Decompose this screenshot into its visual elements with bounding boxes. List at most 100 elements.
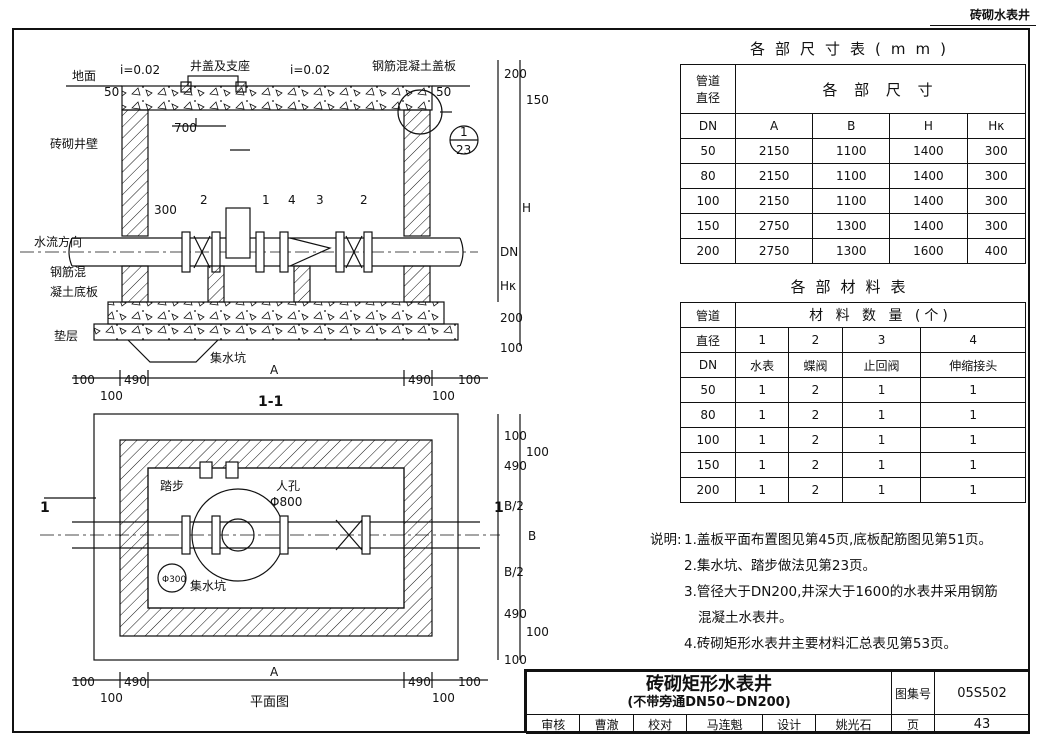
mat-group-header: 材 料 数 量 (个)	[735, 302, 1026, 328]
top-cover-slab	[121, 85, 433, 111]
drawing-title: 砖砌矩形水表井	[646, 674, 772, 695]
sump-label: 集水坑	[210, 350, 246, 365]
part-num-1: 2	[200, 193, 208, 207]
step-label: 踏步	[160, 479, 184, 493]
plan-dim-490-l: 490	[124, 675, 147, 689]
wall-label: 砖砌井壁	[50, 136, 98, 151]
ground-label: 地面	[72, 69, 96, 83]
part-num-4: 3	[316, 193, 324, 207]
part-num-5: 2	[360, 193, 368, 207]
cut-mark-right: 1	[494, 500, 504, 516]
dim-700: 700	[174, 121, 197, 135]
dim-50-right: 50	[436, 85, 451, 99]
part-num-2: 1	[262, 193, 270, 207]
manhole-dia-label: Φ800	[270, 495, 302, 509]
plan-dim-100-b1: 100	[526, 625, 549, 639]
check-label: 校对	[632, 714, 688, 734]
plan-labels: 踏步 人孔 Φ800 集水坑 Φ300 1 1 100 100 490 B/2 …	[40, 429, 549, 710]
plan-wall	[119, 439, 433, 637]
title-block: 砖砌矩形水表井 (不带旁通DN50~DN200) 图集号 05S502 审核 曹…	[524, 669, 1030, 734]
plan-dim-100-r2: 100	[432, 691, 455, 705]
dim-150: 150	[526, 93, 549, 107]
bottom-slab	[107, 301, 445, 325]
slope-label-right: i=0.02	[290, 63, 330, 77]
bottom-slab-label-1: 钢筋混	[50, 264, 86, 279]
cover-seat-label: 井盖及支座	[190, 58, 250, 73]
notes: 说明:1.盖板平面布置图见第45页,底板配筋图见第51页。 2.集水坑、踏步做法…	[650, 527, 998, 657]
plan-sump-label: 集水坑	[190, 578, 226, 593]
section-labels: 地面 i=0.02 i=0.02 井盖及支座 钢筋混凝土盖板 砖砌井壁 水流方向…	[34, 58, 549, 410]
cushion-label: 垫层	[54, 328, 78, 343]
plan-dim-490-top: 490	[504, 459, 527, 473]
note-item: 4.砖砌矩形水表井主要材料汇总表见第53页。	[684, 636, 958, 652]
left-wall	[121, 109, 149, 237]
plan-view	[40, 413, 521, 688]
plan-dim-490-bottom: 490	[504, 607, 527, 621]
notes-label: 说明:	[650, 532, 682, 548]
plan-dim-490-r: 490	[408, 675, 431, 689]
flow-label: 水流方向	[34, 234, 82, 249]
dim-490-l: 490	[124, 373, 147, 387]
checker: 马连魁	[686, 714, 763, 734]
plan-dim-100-b2: 100	[504, 653, 527, 667]
atlas-no: 05S502	[934, 671, 1030, 715]
plan-dim-100-t1: 100	[504, 429, 527, 443]
dim-100-l2: 100	[100, 389, 123, 403]
dim-Hk: Hκ	[500, 279, 516, 293]
dim-100-r2: 100	[432, 389, 455, 403]
dim-table-title: 各部尺寸表(mm)	[750, 40, 956, 58]
reviewer: 曹澈	[579, 714, 634, 734]
plan-outer-outline	[93, 413, 459, 661]
dim-100-r1: 100	[458, 373, 481, 387]
plan-sump-dia: Φ300	[162, 575, 187, 585]
plan-dim-100-l2: 100	[100, 691, 123, 705]
dim-DN: DN	[500, 245, 518, 259]
section-ref-num: 1	[460, 125, 468, 139]
plan-dim-A: A	[270, 665, 279, 679]
right-wall	[403, 109, 431, 237]
section-view	[20, 60, 521, 499]
note-item: 混凝土水表井。	[698, 610, 793, 626]
drawing-frame	[12, 28, 1030, 733]
dim-H: H	[522, 201, 531, 215]
design-label: 设计	[761, 714, 817, 734]
plan-dim-B2-bottom: B/2	[504, 565, 524, 579]
dim-100-l1: 100	[72, 373, 95, 387]
sump	[127, 339, 219, 363]
dim-50-left: 50	[104, 85, 119, 99]
dim-200-bottom: 200	[500, 311, 523, 325]
manhole-label: 人孔	[276, 479, 300, 493]
dim-300: 300	[154, 203, 177, 217]
part-num-3: 4	[288, 193, 296, 207]
concrete-cover-label: 钢筋混凝土盖板	[372, 58, 456, 73]
atlas-label: 图集号	[891, 671, 935, 715]
title-cell: 砖砌矩形水表井 (不带旁通DN50~DN200)	[526, 671, 892, 715]
designer: 姚光石	[815, 714, 892, 734]
dim-col-header-row: DN A B H Hκ	[680, 113, 1027, 139]
drawing-canvas: 地面 i=0.02 i=0.02 井盖及支座 钢筋混凝土盖板 砖砌井壁 水流方向…	[20, 58, 549, 710]
plan-dim-100-r1: 100	[458, 675, 481, 689]
plan-dim-100-l1: 100	[72, 675, 95, 689]
section-ref-page: 23	[456, 143, 471, 157]
slope-label-left: i=0.02	[120, 63, 160, 77]
plan-title: 平面图	[250, 695, 289, 710]
page-no: 43	[934, 714, 1030, 734]
plan-dim-100-t2: 100	[526, 445, 549, 459]
plan-sump-circle	[157, 563, 187, 593]
dim-pipe-header: 管道直径	[680, 64, 736, 114]
dim-200-top: 200	[504, 67, 527, 81]
dim-A: A	[270, 363, 279, 377]
dim-group-header: 各 部 尺 寸	[735, 64, 1026, 114]
